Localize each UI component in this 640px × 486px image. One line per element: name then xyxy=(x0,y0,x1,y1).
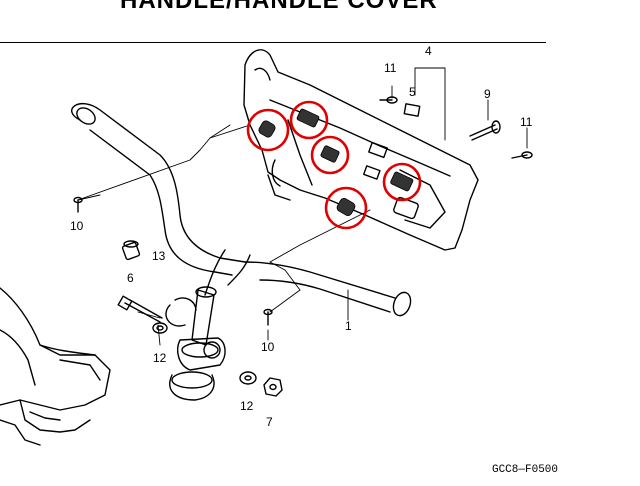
leader-lines xyxy=(77,67,528,346)
fastener-bolt-6 xyxy=(117,295,163,323)
handlebar-stem xyxy=(165,286,226,401)
fastener-bolt-9 xyxy=(469,120,501,141)
highlight-circle xyxy=(310,135,350,175)
washer-12b xyxy=(239,371,257,385)
callout-5: 5 xyxy=(409,85,416,99)
callout-11a: 11 xyxy=(384,61,397,75)
highlight-circle xyxy=(324,186,368,230)
fastener-screw-10b xyxy=(263,308,273,326)
fastener-screw-10a xyxy=(73,196,83,213)
highlight-circle xyxy=(246,108,290,152)
diagram-code: GCC8—F0500 xyxy=(491,464,558,476)
callout-4: 4 xyxy=(425,44,432,58)
callout-13: 13 xyxy=(152,249,166,263)
collar-13 xyxy=(121,240,141,261)
callout-9: 9 xyxy=(484,87,491,101)
washer-12a xyxy=(152,322,168,334)
callout-12b: 12 xyxy=(240,399,254,413)
part-5 xyxy=(403,103,421,117)
highlights xyxy=(246,100,422,230)
highlighted-parts xyxy=(258,108,414,216)
callout-11b: 11 xyxy=(520,115,533,129)
callout-12a: 12 xyxy=(153,351,167,365)
callout-10b: 10 xyxy=(261,340,275,354)
fastener-screw-11a xyxy=(379,96,398,104)
callout-7: 7 xyxy=(266,415,273,429)
callout-1: 1 xyxy=(345,319,352,333)
highlight-circle xyxy=(382,162,422,202)
handle-cover-front xyxy=(0,287,111,446)
highlight-circle xyxy=(289,100,329,140)
page-title: HANDLE/HANDLE COVER xyxy=(120,0,438,14)
handlebar xyxy=(71,103,412,317)
title-rule xyxy=(0,42,546,43)
callout-6: 6 xyxy=(127,271,134,285)
callout-10a: 10 xyxy=(70,219,84,233)
nut-7 xyxy=(263,377,283,397)
handle-cover-rear xyxy=(243,49,479,251)
fastener-screw-11b xyxy=(511,151,533,159)
